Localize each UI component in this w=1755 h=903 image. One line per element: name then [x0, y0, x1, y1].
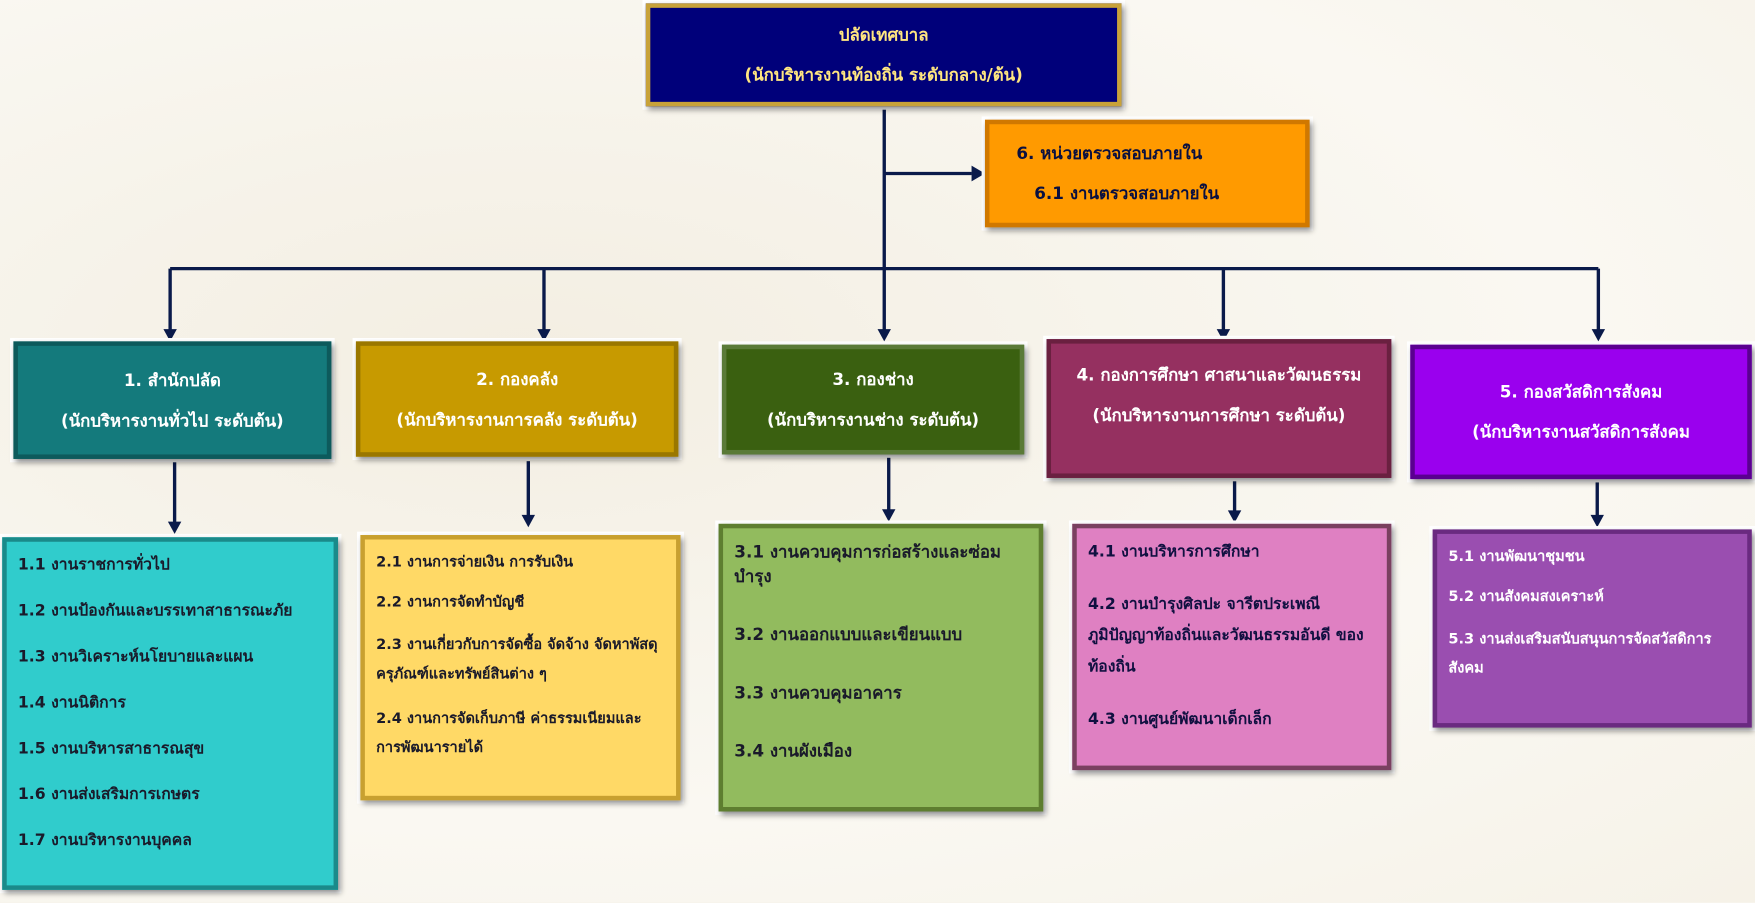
- division-3-box: 3. กองช่าง (นักบริหารงานช่าง ระดับต้น): [721, 344, 1025, 455]
- task-item: 1.7 งานบริหารงานบุคคล: [17, 831, 192, 850]
- arrowheads: [163, 165, 1606, 534]
- task-item: 2.4 งานการจัดเก็บภาษี ค่าธรรมเนียมและการ…: [376, 710, 642, 757]
- task-item: 5.2 งานสังคมสงเคราะห์: [1448, 588, 1604, 606]
- audit-title: 6. หน่วยตรวจสอบภายใน: [1016, 143, 1203, 164]
- division-subtitle: (นักบริหารงานทั่วไป ระดับต้น): [61, 410, 284, 431]
- task-item: 1.1 งานราชการทั่วไป: [17, 556, 170, 575]
- task-item: 1.3 งานวิเคราะห์นโยบายและแผน: [17, 648, 254, 666]
- audit-box: 6. หน่วยตรวจสอบภายใน 6.1 งานตรวจสอบภายใน: [984, 119, 1310, 228]
- task-item: 1.4 งานนิติการ: [17, 693, 126, 712]
- division-1-tasks: 1.1 งานราชการทั่วไป 1.2 งานป้องกันและบรร…: [2, 537, 339, 890]
- task-item: 2.3 งานเกี่ยวกับการจัดซื้อ จัดจ้าง จัดหา…: [376, 636, 658, 683]
- division-5-tasks: 5.1 งานพัฒนาชุมชน 5.2 งานสังคมสงเคราะห์ …: [1432, 529, 1752, 728]
- division-title: 2. กองคลัง: [476, 368, 559, 389]
- division-1-box: 1. สำนักปลัด (นักบริหารงานทั่วไป ระดับต้…: [13, 341, 332, 459]
- task-item: 3.4 งานผังเมือง: [734, 740, 853, 762]
- audit-item: 6.1 งานตรวจสอบภายใน: [1034, 183, 1220, 204]
- division-subtitle: (นักบริหารงานการคลัง ระดับต้น): [396, 409, 638, 430]
- task-item: 1.2 งานป้องกันและบรรเทาสาธารณะภัย: [17, 602, 293, 621]
- task-item: 1.6 งานส่งเสริมการเกษตร: [17, 785, 200, 804]
- division-2-tasks: 2.1 งานการจ่ายเงิน การรับเงิน 2.2 งานการ…: [360, 535, 681, 801]
- top-title: ปลัดเทศบาล: [838, 24, 929, 45]
- division-2-box: 2. กองคลัง (นักบริหารงานการคลัง ระดับต้น…: [355, 341, 679, 457]
- division-subtitle: (นักบริหารงานสวัสดิการสังคม: [1472, 421, 1690, 443]
- task-item: 4.1 งานบริหารการศึกษา: [1087, 542, 1260, 561]
- task-item: 4.2 งานบำรุงศิลปะ จารีตประเพณี ภูมิปัญญา…: [1087, 595, 1364, 677]
- division-subtitle: (นักบริหารงานการศึกษา ระดับต้น): [1092, 405, 1346, 426]
- task-item: 2.2 งานการจัดทำบัญชี: [376, 594, 525, 612]
- task-item: 2.1 งานการจ่ายเงิน การรับเงิน: [376, 554, 574, 571]
- division-title: 3. กองช่าง: [832, 369, 914, 390]
- task-item: 3.3 งานควบคุมอาคาร: [734, 682, 902, 703]
- division-title: 5. กองสวัสดิการสังคม: [1499, 381, 1663, 402]
- division-subtitle: (นักบริหารงานช่าง ระดับต้น): [766, 409, 980, 430]
- task-item: 5.3 งานส่งเสริมสนับสนุนการจัดสวัสดิการสั…: [1448, 631, 1712, 678]
- task-item: 3.2 งานออกแบบและเขียนแบบ: [734, 624, 963, 645]
- task-item: 5.1 งานพัฒนาชุมชน: [1448, 548, 1585, 566]
- division-4-box: 4. กองการศึกษา ศาสนาและวัฒนธรรม (นักบริห…: [1046, 339, 1392, 478]
- division-title: 4. กองการศึกษา ศาสนาและวัฒนธรรม: [1076, 364, 1362, 386]
- task-item: 1.5 งานบริหารสาธารณสุข: [17, 739, 205, 758]
- division-title: 1. สำนักปลัด: [123, 369, 221, 391]
- division-3-tasks: 3.1 งานควบคุมการก่อสร้างและซ่อมบำรุง 3.2…: [718, 523, 1044, 812]
- task-item: 4.3 งานศูนย์พัฒนาเด็กเล็ก: [1087, 710, 1272, 729]
- top-box-municipal-clerk: ปลัดเทศบาล (นักบริหารงานท้องถิ่น ระดับกล…: [645, 3, 1122, 107]
- top-subtitle: (นักบริหารงานท้องถิ่น ระดับกลาง/ต้น): [744, 64, 1023, 86]
- task-item: 3.1 งานควบคุมการก่อสร้างและซ่อมบำรุง: [734, 541, 1002, 587]
- division-5-box: 5. กองสวัสดิการสังคม (นักบริหารงานสวัสดิ…: [1410, 344, 1752, 480]
- division-4-tasks: 4.1 งานบริหารการศึกษา 4.2 งานบำรุงศิลปะ …: [1072, 523, 1392, 771]
